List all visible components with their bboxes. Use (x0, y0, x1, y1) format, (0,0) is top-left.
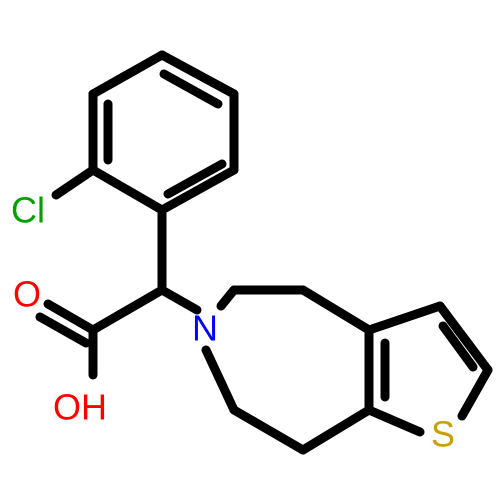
bond (298, 405, 374, 455)
chain-bonds (35, 165, 202, 380)
bond (364, 301, 445, 335)
atom-labels: Cl O OH N S (11, 190, 455, 455)
bond (157, 165, 239, 215)
bond-alpha-to-nitrogen (157, 285, 202, 315)
hydroxyl-label: OH (53, 387, 107, 428)
bond (157, 50, 239, 99)
bond (435, 301, 493, 375)
nitrogen-label: N (192, 308, 218, 349)
piperidine-ring (201, 285, 374, 455)
benzene-ring (88, 50, 239, 215)
bond-alpha-to-carboxyl (88, 285, 167, 335)
bond (298, 285, 374, 335)
bond (88, 165, 167, 215)
bond (88, 50, 167, 99)
aromatic-inner-bond (163, 159, 227, 199)
bond (364, 405, 425, 437)
carbonyl-oxygen-label: O (13, 274, 41, 315)
sulfur-label: S (431, 414, 455, 455)
thiophene-ring (364, 301, 493, 437)
bond (201, 345, 239, 415)
carbonyl-bond (43, 299, 98, 335)
aromatic-inner-bond (438, 321, 478, 372)
chlorine-label: Cl (11, 190, 45, 231)
bond (457, 365, 493, 421)
bond (229, 405, 308, 455)
carbonyl-bond (35, 312, 91, 348)
aromatic-inner-bond (159, 69, 223, 109)
bond-to-chlorine (51, 165, 98, 200)
